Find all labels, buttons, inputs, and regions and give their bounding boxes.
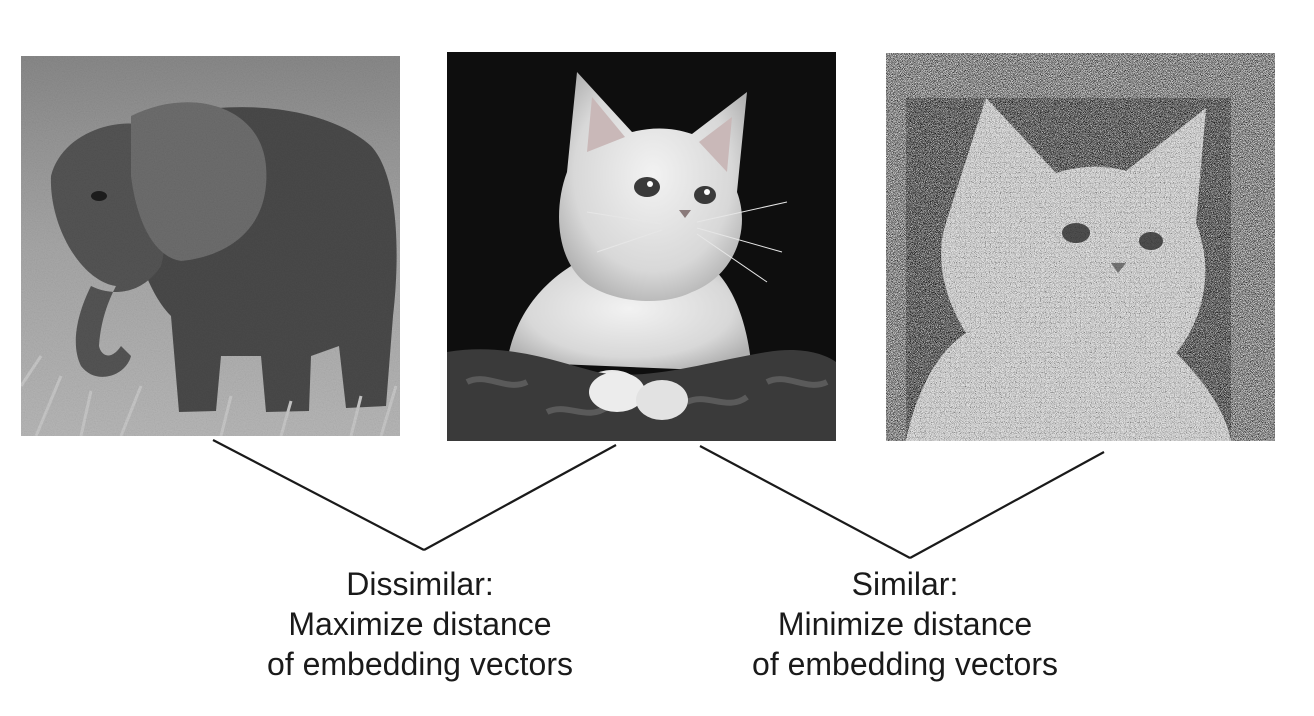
elephant-image — [21, 56, 400, 436]
similar-description-line2: of embedding vectors — [752, 646, 1058, 682]
kitten-illustration — [447, 52, 836, 441]
noisy-kitten-image — [886, 53, 1275, 441]
elephant-illustration — [21, 56, 400, 436]
noisy-kitten-illustration — [886, 53, 1275, 441]
connector-elephant-to-dissimilar — [212, 439, 425, 551]
kitten-image — [447, 52, 836, 441]
dissimilar-label: Dissimilar: Maximize distance of embeddi… — [240, 564, 600, 684]
dissimilar-title: Dissimilar: — [346, 566, 494, 602]
similar-description-line1: Minimize distance — [777, 606, 1033, 642]
connector-kitten-to-dissimilar — [423, 444, 617, 551]
connector-noisy-to-similar — [909, 451, 1105, 559]
dissimilar-description-line2: of embedding vectors — [267, 646, 573, 682]
similar-title: Similar: — [851, 566, 959, 602]
similar-label: Similar: Minimize distance of embedding … — [725, 564, 1085, 684]
dissimilar-description-line1: Maximize distance — [288, 606, 552, 642]
connector-kitten-to-similar — [699, 445, 911, 559]
